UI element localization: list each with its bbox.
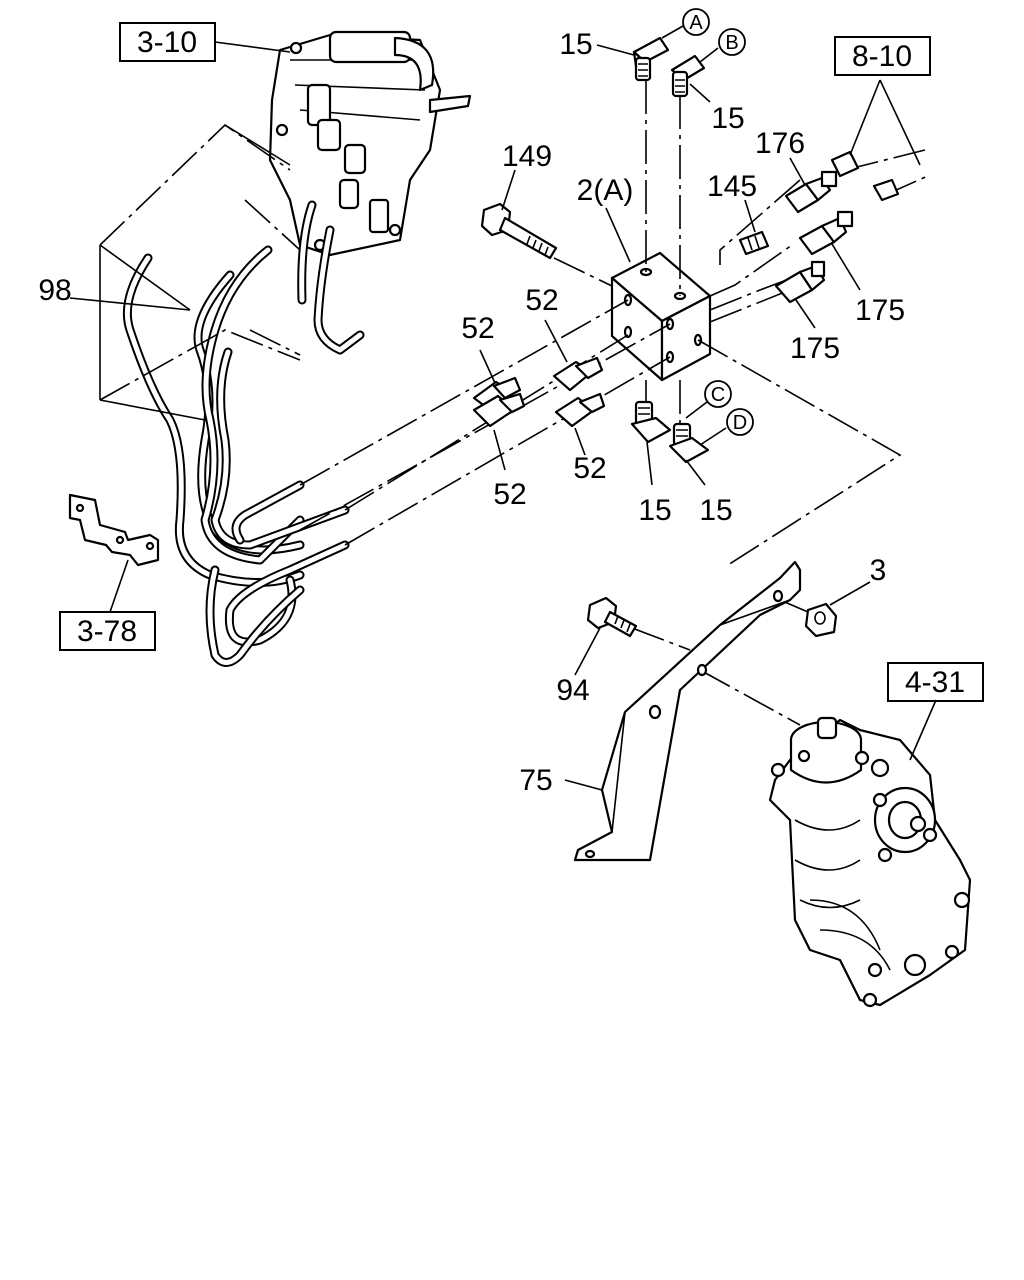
ref-box-4-31[interactable]: 4-31	[887, 662, 984, 702]
ref-box-3-10[interactable]: 3-10	[119, 22, 216, 62]
circle-label-c: C	[704, 380, 732, 408]
nut-3	[804, 602, 838, 638]
part-label-175-a: 175	[855, 294, 905, 327]
circle-label-a-text: A	[689, 12, 703, 34]
steering-gear-assembly	[768, 716, 972, 1008]
connector-52-c	[472, 392, 526, 428]
circle-label-b-text: B	[725, 32, 738, 54]
part-label-2a: 2(A)	[577, 174, 634, 207]
ref-box-8-10-text: 8-10	[852, 40, 912, 73]
ref-box-4-31-text: 4-31	[905, 666, 965, 699]
circle-label-c-text: C	[711, 384, 725, 406]
bolt-94	[586, 596, 638, 638]
bolt-149	[480, 202, 558, 260]
connector-52-b	[552, 356, 604, 392]
circle-label-d: D	[726, 408, 754, 436]
part-label-3: 3	[870, 554, 887, 587]
elbow-fitting-15-d	[668, 422, 710, 464]
part-label-75: 75	[519, 764, 552, 797]
part-label-15-b: 15	[711, 102, 744, 135]
ref-box-8-10[interactable]: 8-10	[834, 36, 931, 76]
part-label-52-c: 52	[493, 478, 526, 511]
distribution-block	[610, 251, 712, 382]
ref-box-3-10-text: 3-10	[137, 26, 197, 59]
part-labels: 15 15 149 2(A) 176 145 175 175 98 52 52 …	[38, 28, 905, 797]
connector-52-d	[554, 392, 606, 428]
switch-175-a	[798, 178, 900, 256]
part-label-94: 94	[556, 674, 589, 707]
ref-box-3-78-text: 3-78	[77, 615, 137, 648]
part-label-15-a: 15	[559, 28, 592, 61]
circle-label-d-text: D	[733, 412, 747, 434]
switch-175-b	[774, 260, 826, 304]
ref-box-3-78[interactable]: 3-78	[59, 611, 156, 651]
part-label-52-b: 52	[525, 284, 558, 317]
part-label-149: 149	[502, 140, 552, 173]
part-label-176: 176	[755, 127, 805, 160]
elbow-fitting-15-b	[670, 54, 706, 98]
circle-label-a: A	[682, 8, 710, 36]
part-label-98: 98	[38, 274, 71, 307]
part-label-52-a: 52	[461, 312, 494, 345]
part-label-145: 145	[707, 170, 757, 203]
elbow-fitting-15-c	[630, 400, 672, 444]
circle-label-b: B	[718, 28, 746, 56]
bracket-75	[573, 560, 802, 862]
brake-valve-assembly	[268, 30, 472, 355]
bundle-outline	[99, 124, 291, 421]
part-label-15-c: 15	[638, 494, 671, 527]
brake-pipe-bundle	[122, 245, 350, 667]
plug-145	[738, 230, 770, 256]
elbow-fitting-15-a	[632, 36, 670, 82]
pipe-clip-bracket	[68, 493, 160, 567]
part-label-175-b: 175	[790, 332, 840, 365]
switch-176	[784, 150, 860, 214]
part-label-52-d: 52	[573, 452, 606, 485]
part-label-15-d: 15	[699, 494, 732, 527]
leader-lines	[69, 25, 937, 791]
